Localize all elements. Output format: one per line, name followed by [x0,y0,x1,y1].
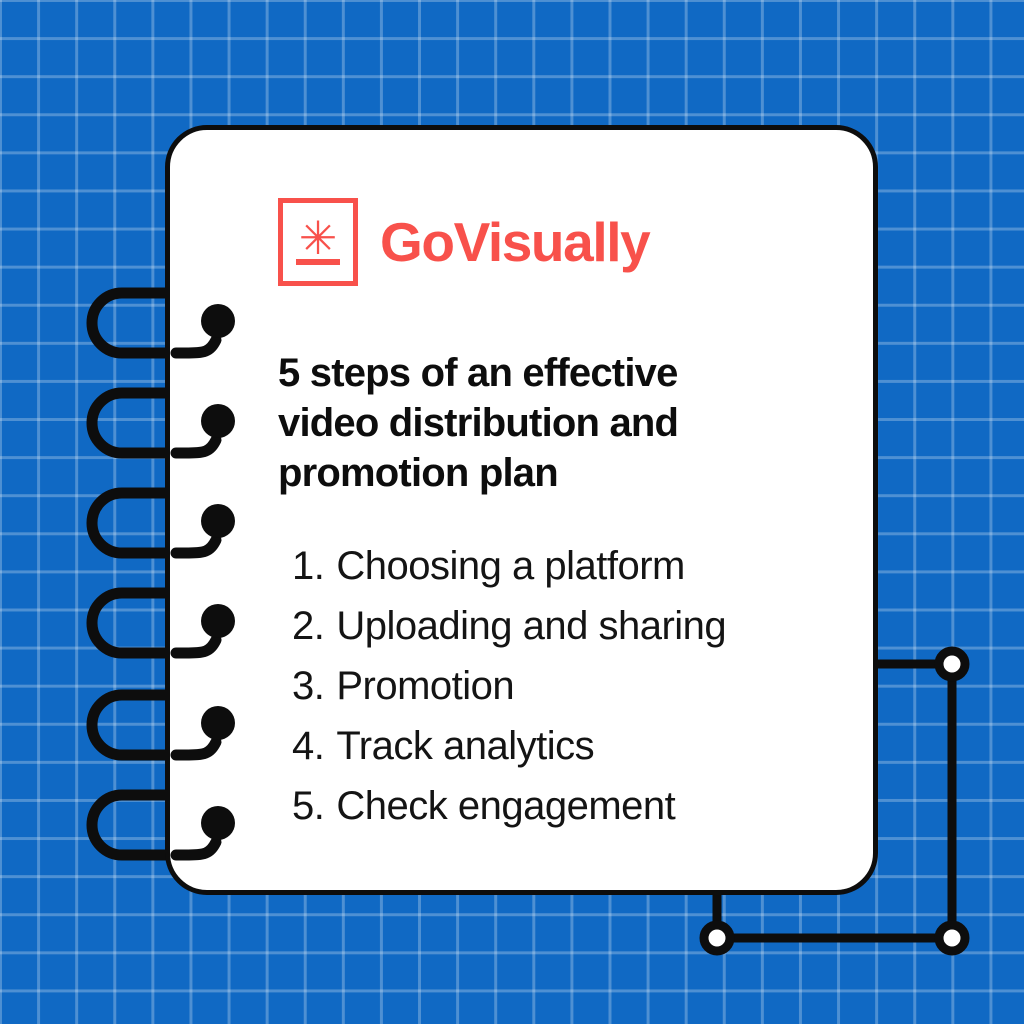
brand-name: GoVisually [380,211,651,273]
list-item: 4. Track analytics [292,716,812,776]
brand-lockup: ✳ GoVisually [278,198,651,286]
list-item-number: 2. [292,604,325,648]
list-item: 3. Promotion [292,656,812,716]
list-item: 5. Check engagement [292,776,812,836]
note-card [165,125,878,895]
list-item-number: 1. [292,544,325,588]
page-title: 5 steps of an effective video distributi… [278,351,679,495]
list-item-label: Check engagement [336,784,676,828]
asterisk-glyph: ✳ [298,211,338,265]
list-item-number: 4. [292,724,325,768]
list-item-label: Promotion [336,664,515,708]
list-item: 2. Uploading and sharing [292,596,812,656]
list-item-label: Track analytics [336,724,595,768]
underline-bar [296,259,340,265]
list-item-number: 3. [292,664,325,708]
steps-list: 1. Choosing a platform 2. Uploading and … [292,536,812,836]
asterisk-in-box-icon: ✳ [278,198,358,286]
list-item: 1. Choosing a platform [292,536,812,596]
list-item-number: 5. [292,784,325,828]
list-item-label: Uploading and sharing [336,604,727,648]
list-item-label: Choosing a platform [336,544,685,588]
